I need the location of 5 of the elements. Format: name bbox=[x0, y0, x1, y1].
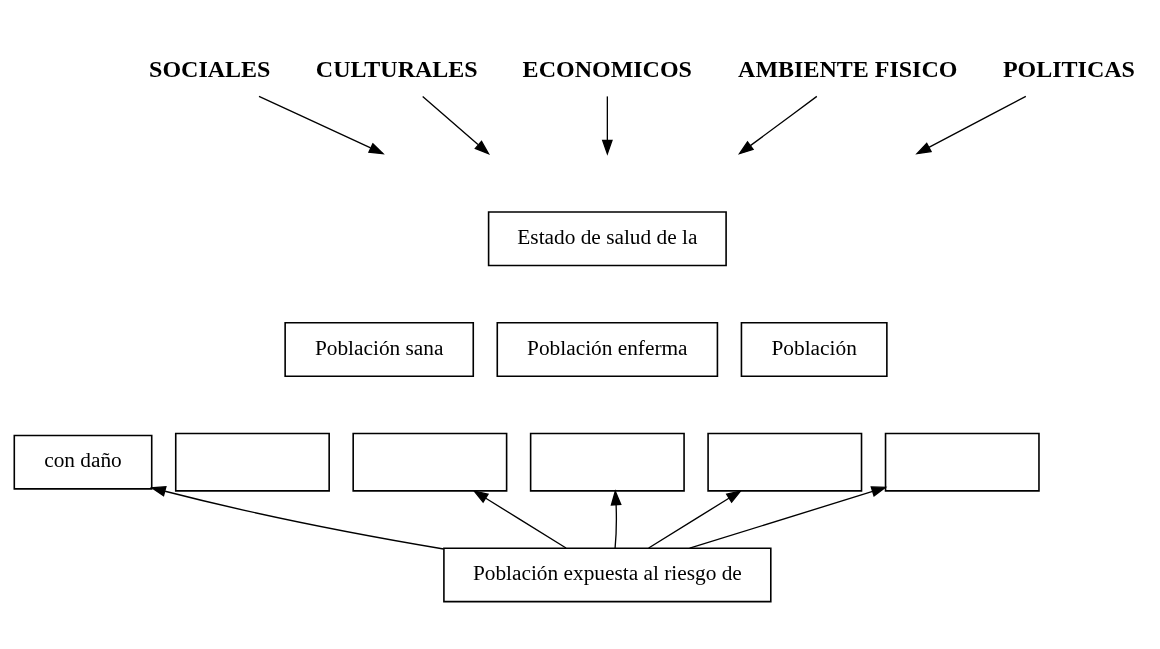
node-text: CULTURALES bbox=[315, 55, 478, 82]
node-text: SOCIALES bbox=[149, 55, 271, 82]
node-text: AMBIENTE FISICO bbox=[738, 55, 958, 82]
node-text: ECONOMICOS bbox=[522, 55, 692, 82]
node-text: POLITICAS bbox=[1002, 55, 1135, 82]
